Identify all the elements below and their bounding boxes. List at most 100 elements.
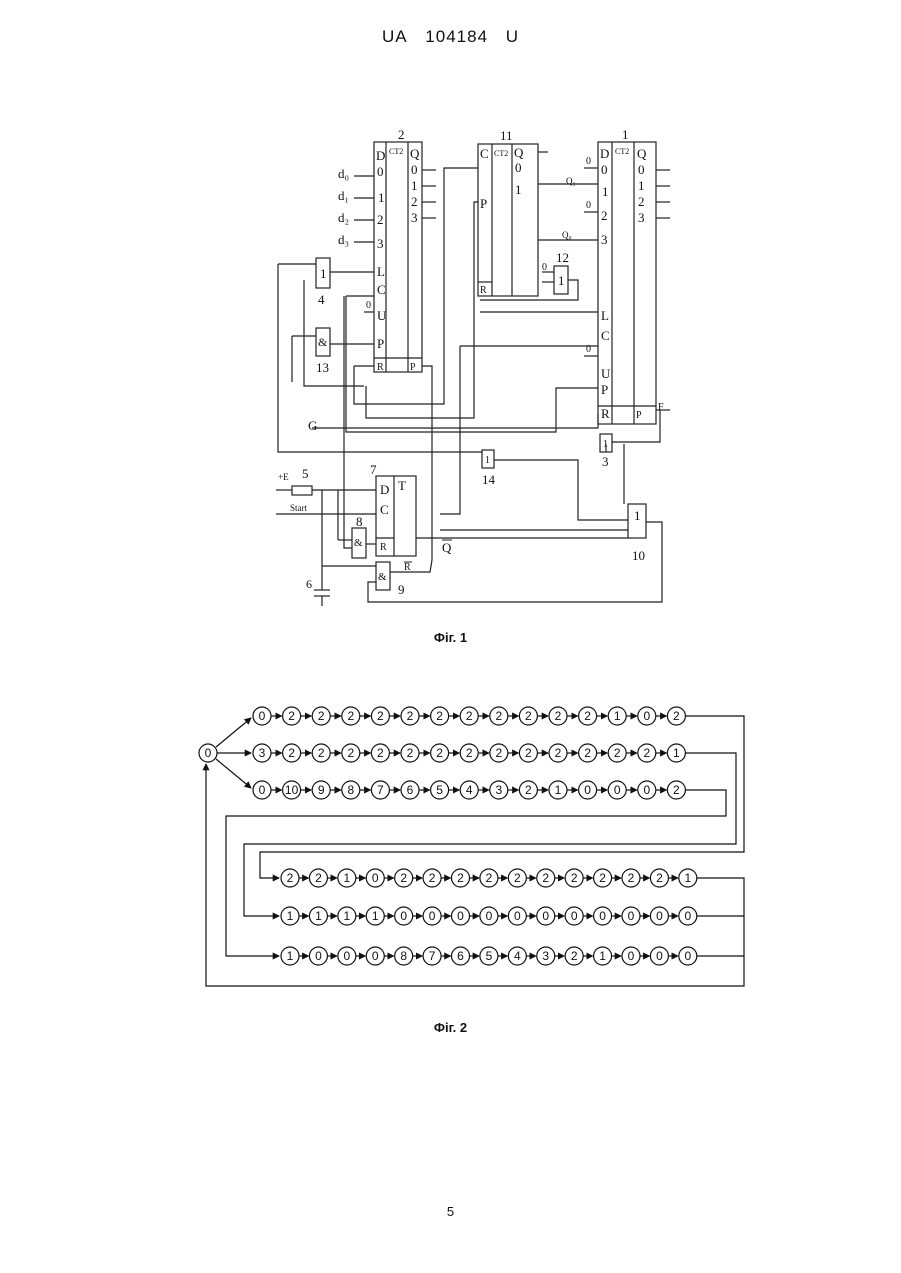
state-value: 9: [318, 783, 325, 797]
state-value: 2: [614, 746, 621, 760]
transition-arrow: [216, 718, 251, 747]
c1-pin-3: 3: [601, 232, 608, 247]
state-node: 1: [549, 781, 567, 799]
state-node: 0: [309, 947, 327, 965]
state-node: 2: [667, 707, 685, 725]
state-value: 2: [673, 709, 680, 723]
state-node: 6: [451, 947, 469, 965]
counter-1-id: 1: [622, 127, 629, 142]
state-value: 2: [400, 871, 407, 885]
c2-pin-p: P: [377, 336, 384, 351]
state-node: 2: [371, 707, 389, 725]
state-value: 1: [684, 871, 691, 885]
state-node: 2: [460, 744, 478, 762]
const-zero: 0: [586, 156, 591, 167]
state-value: 2: [599, 871, 606, 885]
state-value: 2: [407, 709, 414, 723]
state-value: 2: [495, 709, 502, 723]
state-node: 2: [309, 869, 327, 887]
c11-pin-p: P: [480, 196, 487, 211]
state-node: 0: [423, 907, 441, 925]
state-value: 2: [555, 746, 562, 760]
state-value: 2: [466, 709, 473, 723]
state-node: 0: [338, 947, 356, 965]
state-value: 1: [343, 909, 350, 923]
c2-out-0: 0: [411, 162, 418, 177]
state-value: 1: [372, 909, 379, 923]
c11-out-1: 1: [515, 182, 522, 197]
supply-label: +E: [278, 472, 289, 482]
gate-8-id: 8: [356, 514, 363, 529]
state-value: 2: [525, 783, 532, 797]
state-value: 2: [377, 746, 384, 760]
state-value: 0: [571, 909, 578, 923]
state-value: 7: [377, 783, 384, 797]
state-node: 7: [423, 947, 441, 965]
state-value: 4: [514, 949, 521, 963]
state-node: 5: [431, 781, 449, 799]
state-node: 1: [281, 907, 299, 925]
gate-13-id: 13: [316, 360, 329, 375]
state-node: 0: [650, 907, 668, 925]
state-value: 2: [347, 709, 354, 723]
state-node: 2: [283, 744, 301, 762]
transition-path: [244, 753, 736, 916]
state-node: 1: [594, 947, 612, 965]
gate-4-symbol: 1: [320, 266, 327, 281]
state-value: 0: [514, 909, 521, 923]
state-value: 2: [466, 746, 473, 760]
c2-out-1: 1: [411, 178, 418, 193]
state-node: 2: [519, 707, 537, 725]
state-value: 2: [377, 709, 384, 723]
gate-8-symbol: &: [354, 537, 363, 549]
gate-14-symbol: 1: [485, 455, 490, 466]
c11-pin-r: R: [480, 285, 487, 296]
state-value: 2: [318, 709, 325, 723]
c1-out-0: 0: [638, 162, 645, 177]
state-node: 0: [622, 947, 640, 965]
state-node: 2: [401, 744, 419, 762]
state-node: 4: [508, 947, 526, 965]
state-node: 3: [490, 781, 508, 799]
state-value: 2: [584, 709, 591, 723]
state-value: 1: [287, 909, 294, 923]
resistor-5-id: 5: [302, 466, 309, 481]
state-value: 8: [400, 949, 407, 963]
state-node: 2: [638, 744, 656, 762]
signal-q1: Q₁: [566, 176, 576, 186]
state-node: 2: [549, 744, 567, 762]
state-node: 2: [579, 744, 597, 762]
state-node: 0: [537, 907, 555, 925]
state-value: 2: [495, 746, 502, 760]
state-node: 2: [519, 744, 537, 762]
state-node: 2: [480, 869, 498, 887]
state-value: 6: [457, 949, 464, 963]
state-value: 0: [599, 909, 606, 923]
figure-2-state-diagram: 0022222222222102322222222222221010987654…: [0, 680, 901, 1010]
state-value: 0: [584, 783, 591, 797]
gate-10-symbol: 1: [634, 508, 641, 523]
state-node: 2: [431, 744, 449, 762]
state-node: 2: [508, 869, 526, 887]
state-value: 5: [436, 783, 443, 797]
state-value: 8: [347, 783, 354, 797]
state-value: 0: [628, 949, 635, 963]
state-node: 2: [537, 869, 555, 887]
state-value: 0: [542, 909, 549, 923]
figure-1-caption: Фіг. 1: [0, 630, 901, 645]
state-node: 2: [451, 869, 469, 887]
state-value: 0: [684, 949, 691, 963]
resistor-5: [292, 486, 312, 495]
state-node: 2: [565, 947, 583, 965]
state-value: 1: [555, 783, 562, 797]
state-value: 2: [288, 746, 295, 760]
counter-11-type: CT2: [494, 149, 508, 158]
c2-pin-3: 3: [377, 236, 384, 251]
state-value: 2: [656, 871, 663, 885]
c2-pin-u: U: [377, 308, 387, 323]
c11-pin-c: C: [480, 146, 489, 161]
state-node: 0: [366, 869, 384, 887]
state-node: 2: [519, 781, 537, 799]
state-node: 1: [338, 869, 356, 887]
state-node: 1: [309, 907, 327, 925]
